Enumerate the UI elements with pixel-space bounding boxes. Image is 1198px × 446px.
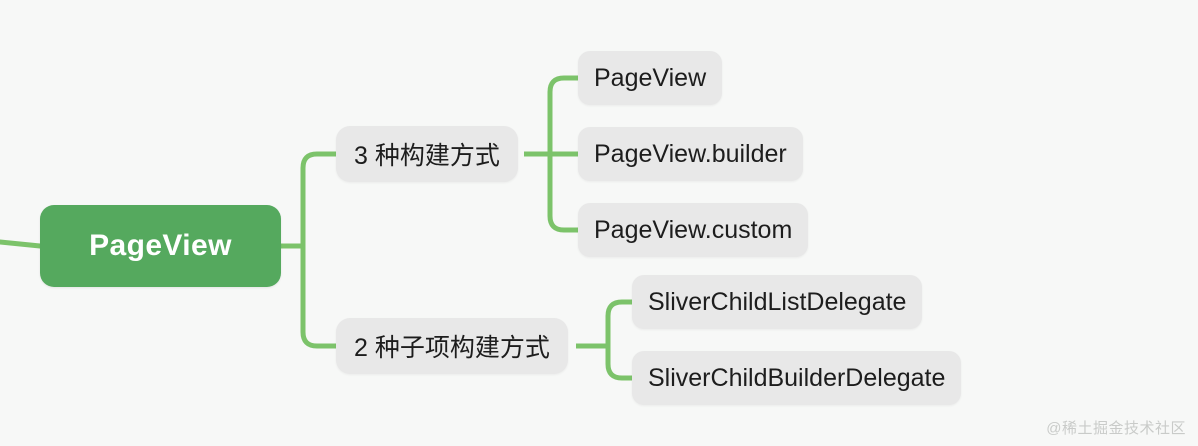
- edge-root-to-branch-2: [300, 246, 336, 349]
- mindmap-leaf-node-sliverchildlistdelegate[interactable]: SliverChildListDelegate: [632, 275, 923, 329]
- mindmap-branch-label-2: 2 种子项构建方式: [354, 334, 550, 362]
- edge-branch-1-to-leaf-2: [547, 154, 578, 233]
- mindmap-branch-node-2[interactable]: 2 种子项构建方式: [336, 318, 568, 374]
- mindmap-leaf-node-pageview-custom[interactable]: PageView.custom: [578, 203, 809, 257]
- edge-branch-2-to-leaf-3: [605, 299, 632, 346]
- mindmap-leaf-node-pageview[interactable]: PageView: [578, 51, 723, 105]
- edge-branch-1-to-leaf-0: [547, 75, 578, 154]
- mindmap-leaf-label-1: PageView.builder: [594, 139, 787, 168]
- mindmap-leaf-label-0: PageView: [594, 63, 707, 92]
- mindmap-leaf-node-sliverchildbuilderdelegate[interactable]: SliverChildBuilderDelegate: [632, 351, 962, 405]
- mindmap-leaf-label-2: PageView.custom: [594, 215, 793, 244]
- mindmap-leaf-label-3: SliverChildListDelegate: [648, 287, 907, 316]
- mindmap-branch-label-1: 3 种构建方式: [354, 142, 500, 170]
- mindmap-branch-node-1[interactable]: 3 种构建方式: [336, 126, 518, 182]
- mindmap-root-label: PageView: [89, 229, 232, 262]
- mindmap-leaf-label-4: SliverChildBuilderDelegate: [648, 363, 946, 392]
- mindmap-root-node[interactable]: PageView: [40, 205, 281, 287]
- edge-branch-2-to-leaf-4: [605, 346, 632, 381]
- mindmap-leaf-node-pageview-builder[interactable]: PageView.builder: [578, 127, 803, 181]
- edge-root-to-branch-1: [300, 151, 336, 246]
- edge-incoming: [0, 239, 43, 249]
- watermark: @稀土掘金技术社区: [1046, 420, 1186, 437]
